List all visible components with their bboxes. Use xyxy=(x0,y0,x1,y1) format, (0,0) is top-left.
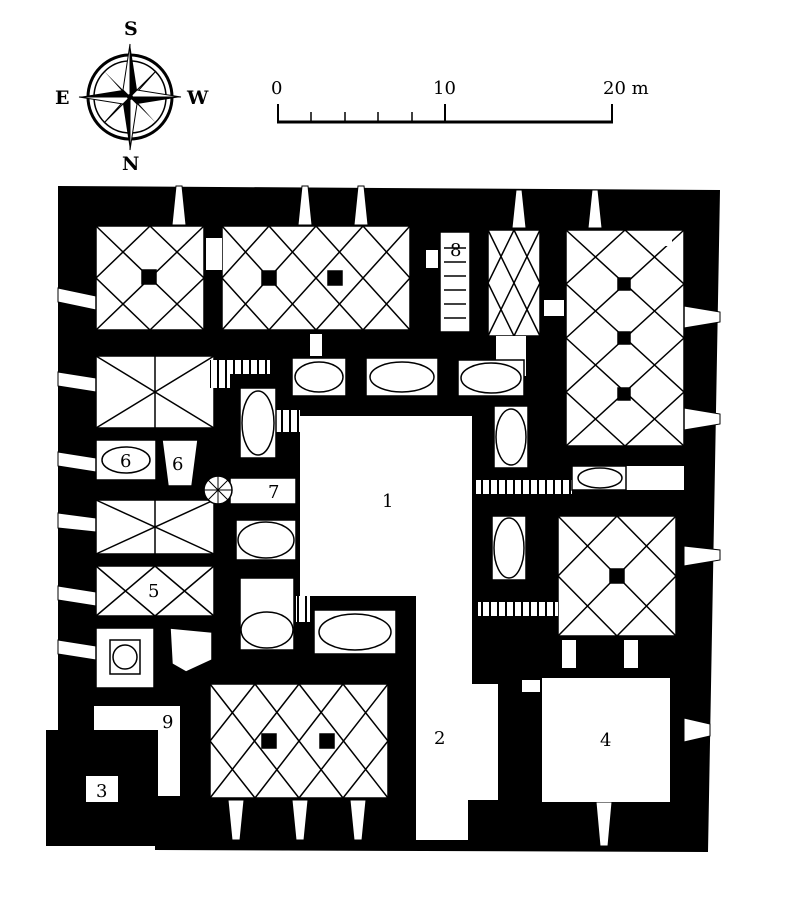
room-label-4: 4 xyxy=(600,730,611,751)
room-label-5: 5 xyxy=(148,581,159,602)
compass-center xyxy=(127,94,133,100)
room-4 xyxy=(542,678,670,802)
compass-point-north-half xyxy=(129,95,138,151)
compass-label-north: N xyxy=(122,153,139,175)
compass-point-south xyxy=(130,44,137,97)
compass-label-east: E xyxy=(55,87,69,109)
scale-bar: 0 10 20 m xyxy=(271,78,649,124)
gate-passage xyxy=(416,800,468,840)
room-9 xyxy=(94,706,180,796)
buttresses-east xyxy=(683,305,721,743)
room-label-2: 2 xyxy=(434,728,445,749)
room-label-9: 9 xyxy=(162,712,173,733)
buttresses-north xyxy=(171,185,603,229)
vaulted-rooms xyxy=(94,224,686,800)
room-label-8: 8 xyxy=(450,240,461,261)
courtyard-1 xyxy=(300,416,498,800)
room-label-7: 7 xyxy=(268,482,279,503)
compass-point-east-half xyxy=(78,96,132,105)
room-3-cell xyxy=(86,776,118,802)
compass-rose: S N E W xyxy=(55,18,209,175)
chambers xyxy=(95,231,627,689)
room-label-6b: 6 xyxy=(172,454,183,475)
compass-point-east xyxy=(79,90,130,97)
room-label-1: 1 xyxy=(382,491,393,512)
compass-point-west xyxy=(130,97,181,104)
room-6-east xyxy=(161,439,199,487)
scale-label-20: 20 m xyxy=(603,78,649,99)
room-label-3: 3 xyxy=(96,781,107,802)
scale-label-0: 0 xyxy=(271,78,282,99)
buttresses-south xyxy=(227,799,613,847)
room-labels: 1 2 3 4 5 6 6 7 8 9 xyxy=(96,240,611,802)
room-7 xyxy=(229,477,297,505)
compass-point-south-half xyxy=(122,43,131,99)
room-label-6a: 6 xyxy=(120,451,131,472)
compass-point-west-half xyxy=(128,89,182,98)
scale-label-10: 10 xyxy=(433,78,456,99)
compass-label-west: W xyxy=(186,87,209,109)
vault-room-5 xyxy=(95,565,215,617)
compass-point-north xyxy=(123,97,130,150)
compass-label-south: S xyxy=(124,18,138,40)
open-spaces xyxy=(86,232,684,840)
chamber-sw-wedge xyxy=(169,627,213,673)
